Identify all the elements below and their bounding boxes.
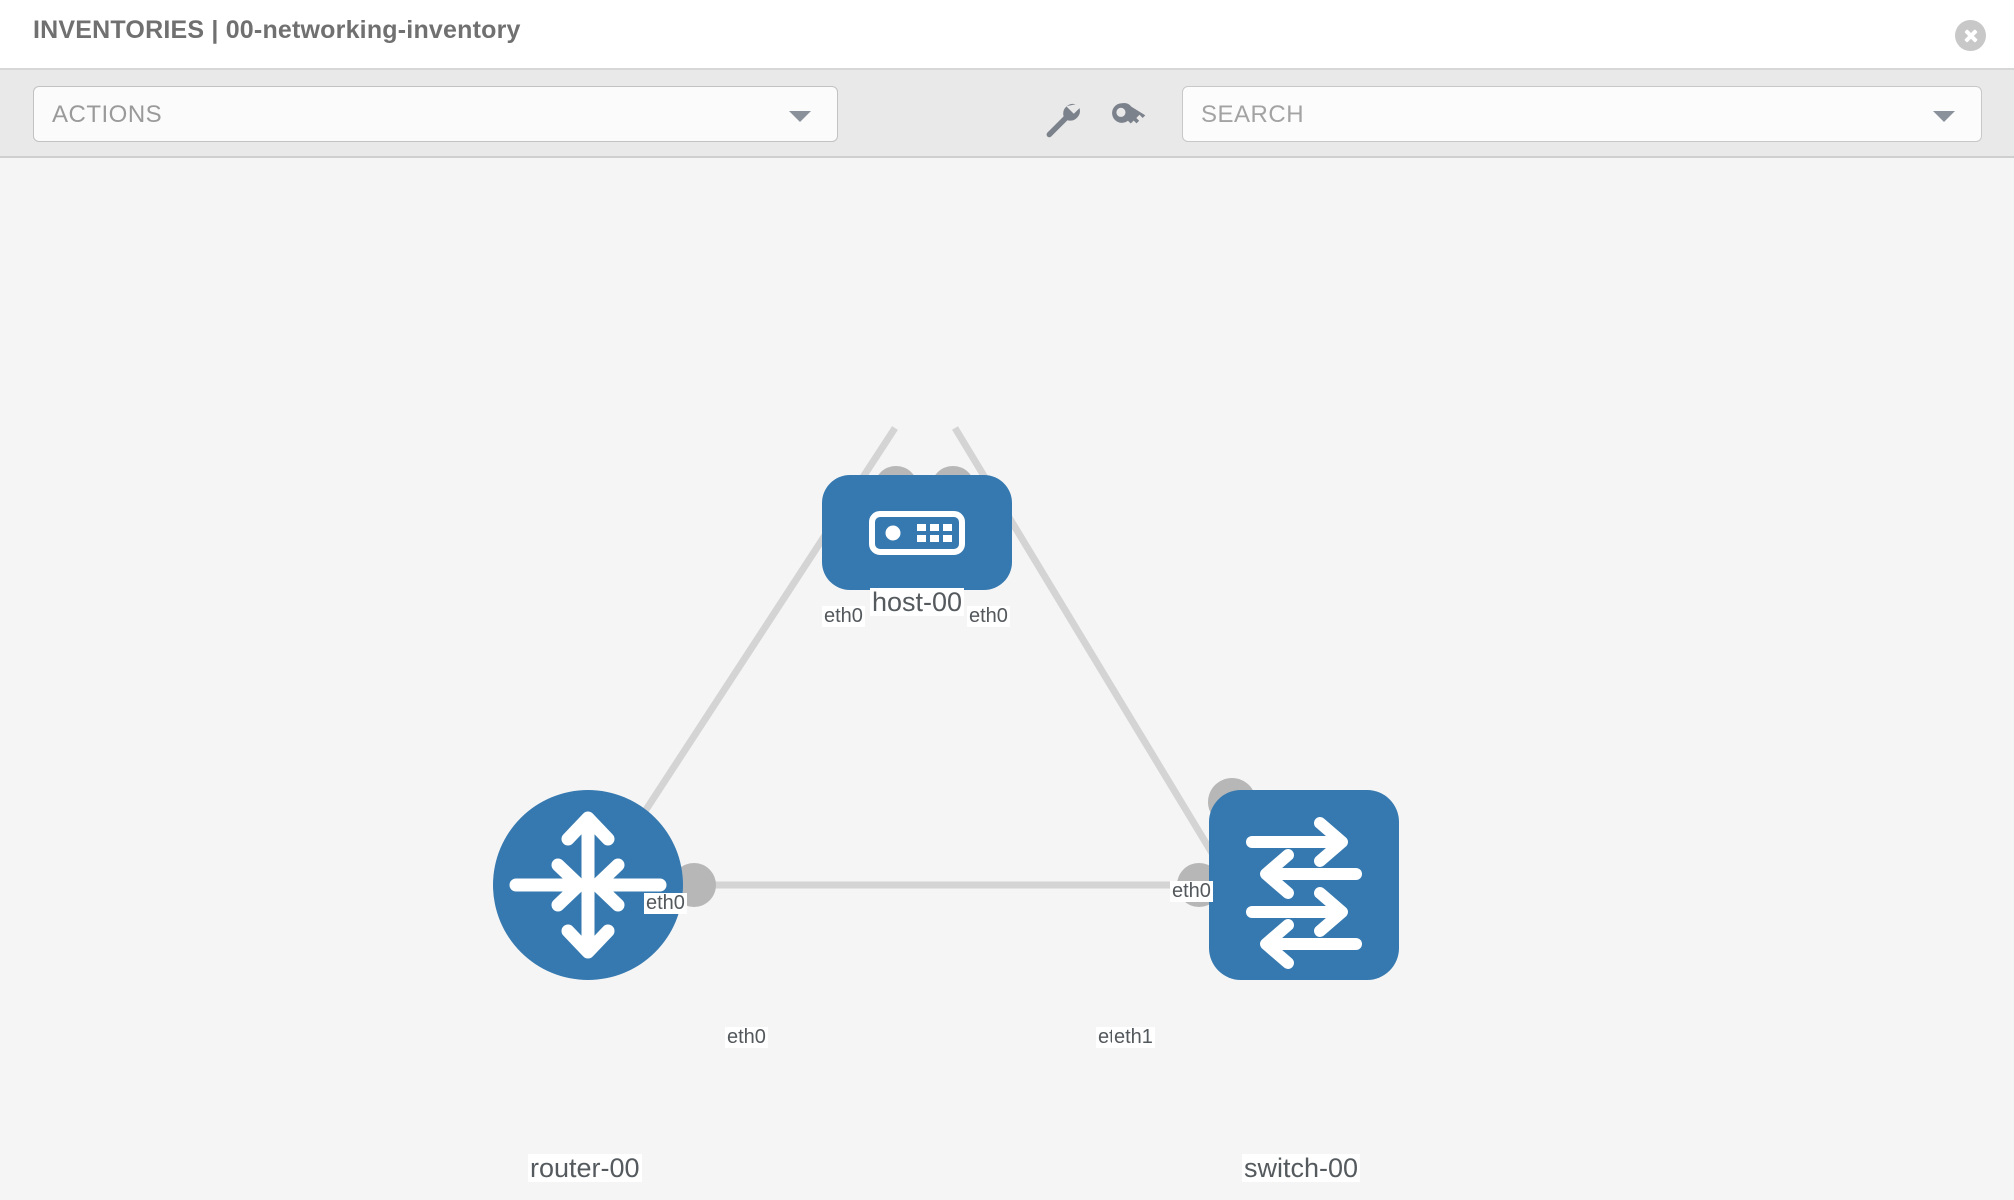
page-header: INVENTORIES | 00-networking-inventory [0, 0, 2014, 70]
node-label-switch-00: switch-00 [1242, 1153, 1361, 1183]
topology-graph [493, 426, 1399, 980]
topology-canvas[interactable]: eth0 host-00 eth0 eth0 eth0 eth0 eth0 et… [0, 158, 2014, 1200]
iface-label-switch-eth1: eth1 [1112, 1026, 1155, 1048]
key-icon[interactable] [1108, 98, 1150, 140]
iface-label-host-left: eth0 [822, 605, 865, 627]
close-icon[interactable] [1955, 20, 1986, 51]
search-placeholder: SEARCH [1201, 101, 1305, 128]
actions-dropdown-label: ACTIONS [52, 101, 163, 128]
iface-label-host-right: eth0 [967, 605, 1010, 627]
toolbar: ACTIONS SEARCH [0, 70, 2014, 158]
node-switch-00[interactable] [1209, 790, 1399, 980]
chevron-down-icon [789, 111, 811, 122]
search-input[interactable]: SEARCH [1182, 86, 1982, 142]
node-label-host-00: host-00 [870, 587, 965, 617]
chevron-down-icon[interactable] [1933, 111, 1955, 122]
node-host-00[interactable] [822, 475, 1012, 590]
iface-label-switch-uplink: eth0 [1170, 880, 1213, 902]
page-title: INVENTORIES | 00-networking-inventory [33, 16, 521, 44]
actions-dropdown[interactable]: ACTIONS [33, 86, 838, 142]
node-label-router-00: router-00 [528, 1153, 642, 1183]
wrench-icon[interactable] [1040, 98, 1082, 140]
iface-label-router-eth0: eth0 [725, 1026, 768, 1048]
iface-label-router-uplink: eth0 [644, 892, 687, 914]
node-router-00[interactable] [493, 790, 683, 980]
